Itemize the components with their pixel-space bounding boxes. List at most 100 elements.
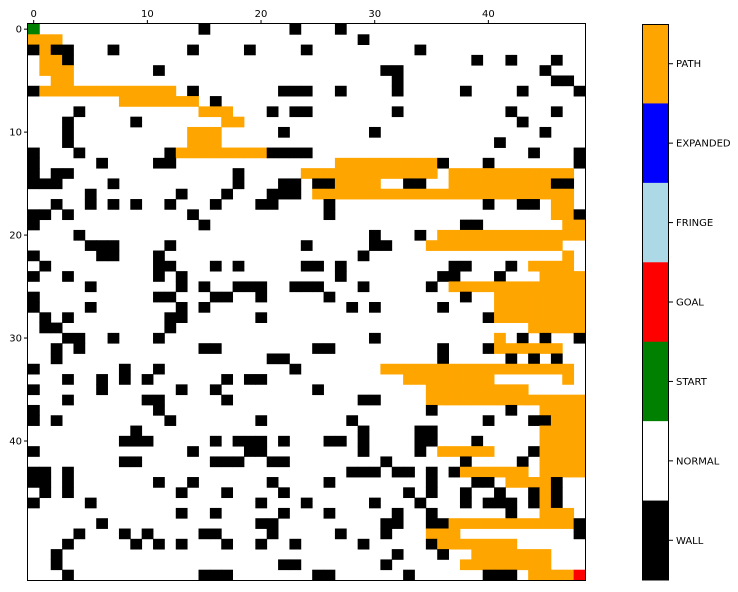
cell-path [550, 394, 563, 406]
cell-wall [221, 487, 234, 499]
cell-path [448, 168, 461, 179]
cell-wall [528, 353, 540, 365]
cell-path [505, 240, 518, 251]
cell-path [539, 456, 552, 468]
cell-wall [266, 456, 279, 468]
cell-path [437, 384, 449, 396]
cell-path [482, 229, 495, 241]
cell-path [50, 34, 63, 45]
cell-path [153, 96, 165, 107]
cell-wall [323, 209, 336, 221]
cell-wall [300, 497, 313, 509]
cell-wall [425, 425, 438, 437]
cell-wall [459, 291, 472, 303]
cell-path [539, 466, 552, 478]
cell-wall [550, 497, 563, 509]
cell-path [494, 312, 506, 323]
cell-path [539, 446, 552, 457]
cell-wall [164, 157, 177, 169]
cell-path [539, 271, 552, 282]
cell-path [505, 363, 518, 375]
cell-wall [28, 384, 40, 396]
colorbar-label-fringe: FRINGE [676, 218, 713, 229]
cell-wall [289, 281, 302, 293]
cell-path [425, 168, 438, 179]
cell-path [562, 271, 575, 282]
cell-path [391, 363, 404, 375]
cell-wall [278, 126, 290, 138]
cell-path [516, 559, 529, 571]
cell-path [539, 188, 552, 200]
cell-wall [550, 106, 563, 118]
cell-wall [28, 271, 40, 282]
cell-path [425, 188, 438, 200]
cell-path [539, 240, 552, 251]
cell-path [482, 168, 495, 179]
cell-wall [369, 240, 381, 251]
cell-wall [209, 343, 222, 354]
cell-wall [118, 528, 131, 540]
cell-path [550, 229, 563, 241]
cell-path [550, 260, 563, 272]
cell-path [369, 168, 381, 179]
cell-wall [550, 353, 563, 365]
cell-path [482, 559, 495, 571]
cell-path [448, 363, 461, 375]
cell-path [403, 157, 415, 169]
cell-wall [221, 291, 234, 303]
cell-wall [141, 374, 154, 385]
cell-wall [391, 549, 404, 560]
cell-path [505, 559, 518, 571]
grid-cells [28, 24, 586, 581]
cell-path [50, 85, 63, 97]
cell-path [550, 466, 563, 478]
cell-path [573, 281, 586, 293]
cell-wall [255, 374, 268, 385]
cell-wall [209, 384, 222, 396]
cell-path [528, 188, 540, 200]
cell-path [550, 425, 563, 437]
cell-path [448, 281, 461, 293]
cell-wall [209, 507, 222, 519]
cell-wall [62, 168, 74, 179]
cell-path [187, 126, 199, 138]
cell-path [562, 394, 575, 406]
cell-path [516, 281, 529, 293]
cell-wall [28, 147, 40, 159]
cell-wall [573, 332, 586, 344]
cell-wall [528, 497, 540, 509]
cell-wall [539, 415, 552, 426]
cell-wall [312, 260, 324, 272]
cell-path [494, 518, 506, 529]
cell-wall [39, 322, 52, 334]
cell-path [425, 528, 438, 540]
cell-path [73, 85, 86, 97]
cell-path [573, 291, 586, 303]
cell-path [528, 518, 540, 529]
cell-path [573, 456, 586, 468]
cell-path [141, 96, 154, 107]
cell-path [539, 168, 552, 179]
cell-path [437, 538, 449, 550]
cell-path [528, 302, 540, 313]
cell-wall [62, 374, 74, 385]
cell-wall [437, 157, 449, 169]
cell-path [573, 435, 586, 447]
cell-wall [334, 85, 347, 97]
cell-path [528, 168, 540, 179]
cell-wall [550, 75, 563, 87]
cell-wall [209, 456, 222, 468]
cell-wall [425, 518, 438, 529]
cell-path [505, 312, 518, 323]
cell-path [130, 85, 143, 97]
colorbar-frame [642, 24, 669, 580]
cell-wall [312, 569, 324, 581]
cell-path [516, 549, 529, 560]
cell-wall [437, 518, 449, 529]
cell-path [118, 85, 131, 97]
cell-path [539, 394, 552, 406]
cell-path [528, 363, 540, 375]
cell-path [448, 374, 461, 385]
cell-path [528, 178, 540, 190]
cell-path [505, 178, 518, 190]
